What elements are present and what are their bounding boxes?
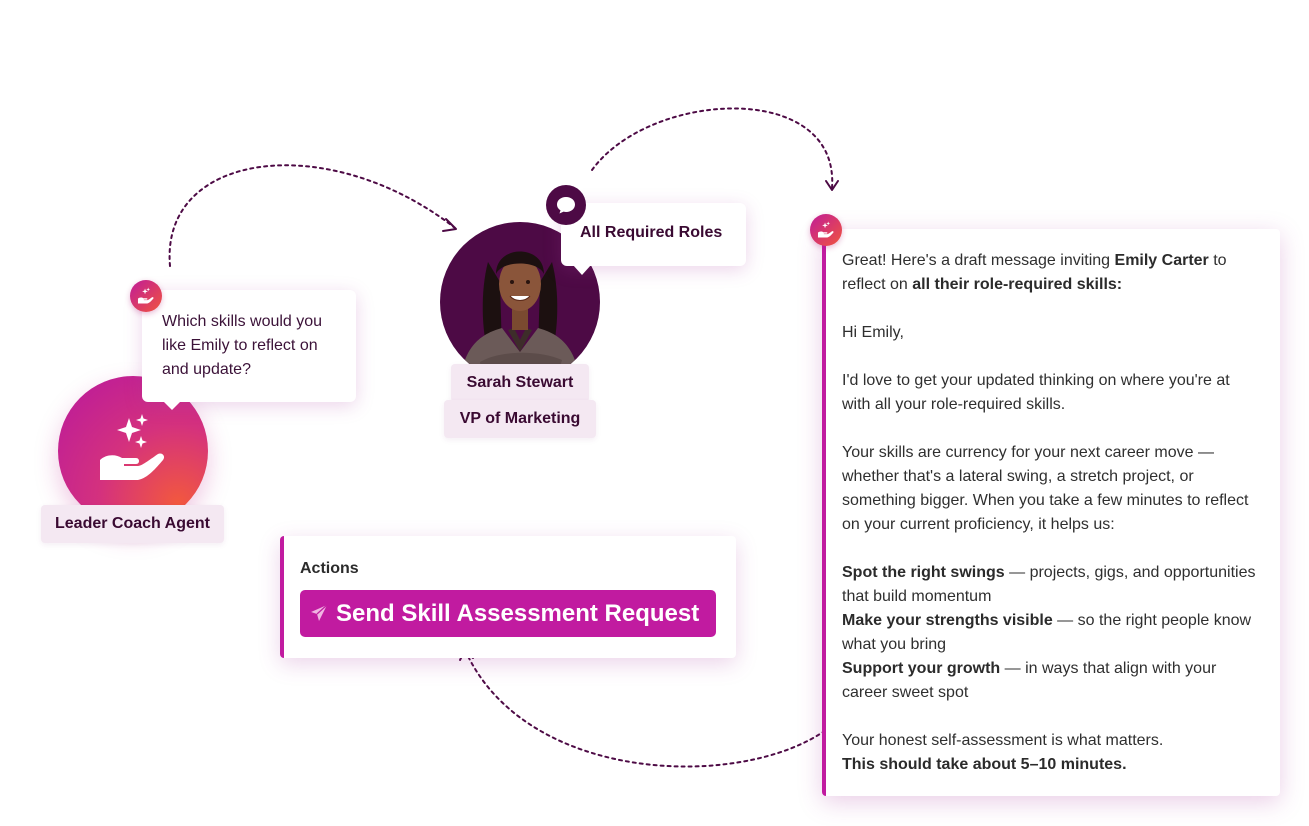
actions-card: Actions Send Skill Assessment Request [280, 536, 736, 658]
closing-line: Your honest self-assessment is what matt… [842, 732, 1164, 749]
selected-roles-text: All Required Roles [580, 224, 723, 241]
arrow-person-to-message [591, 107, 834, 189]
arrow-agent-to-person [168, 164, 456, 267]
agent-question-text: Which skills would you like Emily to ref… [162, 313, 323, 378]
actions-heading: Actions [300, 560, 359, 577]
sparkle-hand-icon [100, 414, 165, 480]
sparkle-hand-icon [137, 287, 154, 304]
closing-duration: This should take about 5–10 minutes. [842, 756, 1127, 773]
paper-plane-icon [310, 604, 328, 625]
bubble-tail [573, 265, 591, 275]
agent-avatar [58, 376, 208, 526]
benefit-item: Make your strengths visible — so the rig… [842, 612, 1252, 653]
greeting: Hi Emily, [842, 324, 904, 341]
ai-sparkle-badge [130, 280, 162, 312]
person-name-chip: Sarah Stewart [451, 364, 589, 402]
recipient-name: Emily Carter [1114, 252, 1209, 269]
arrow-message-to-actions [465, 651, 837, 768]
message-paragraph-1: I'd love to get your updated thinking on… [842, 372, 1230, 413]
draft-message-card: Great! Here's a draft message inviting E… [822, 229, 1280, 796]
draft-message-body: Great! Here's a draft message inviting E… [842, 249, 1262, 777]
intro-paragraph: Great! Here's a draft message inviting E… [842, 252, 1227, 293]
person-title-chip: VP of Marketing [444, 400, 596, 438]
send-skill-assessment-button[interactable]: Send Skill Assessment Request [300, 590, 716, 637]
agent-name-chip: Leader Coach Agent [41, 505, 224, 543]
message-paragraph-2: Your skills are currency for your next c… [842, 444, 1249, 533]
benefit-item: Spot the right swings — projects, gigs, … [842, 564, 1256, 605]
sparkle-hand-icon [817, 221, 834, 238]
chat-bubble-badge [546, 185, 586, 225]
agent-question-bubble: Which skills would you like Emily to ref… [142, 290, 356, 410]
selected-roles-bubble[interactable]: All Required Roles [561, 203, 746, 275]
bubble-tail [162, 400, 182, 410]
intro-emphasis: all their role-required skills: [912, 276, 1123, 293]
chat-bubble-icon [557, 197, 575, 214]
benefit-item: Support your growth — in ways that align… [842, 660, 1217, 701]
send-skill-assessment-label: Send Skill Assessment Request [336, 600, 700, 627]
ai-sparkle-badge [810, 214, 842, 246]
